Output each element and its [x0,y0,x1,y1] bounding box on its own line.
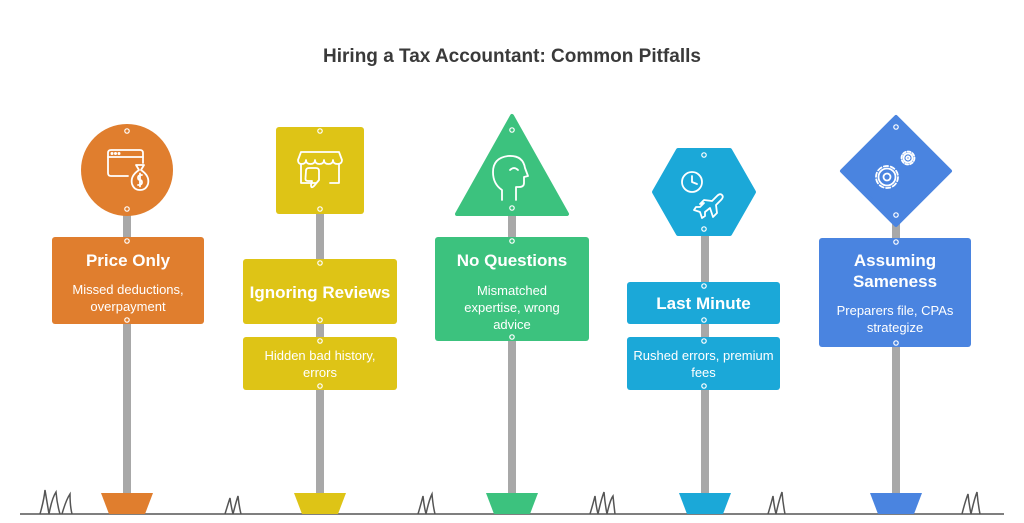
sign-last-minute [627,148,780,514]
browser-money-icon [107,149,150,191]
pole-base [870,493,922,514]
price-only-description: Missed deductions, overpayment [72,282,184,314]
head-profile-icon [492,155,529,201]
heading-panel [819,238,971,347]
pole-base [486,493,538,514]
sign-shape-triangle [455,114,569,216]
pole [892,220,900,495]
sign-assuming-sameness [819,115,971,514]
description-panel [627,337,780,390]
pole [508,210,516,495]
sign-shape-circle [81,124,173,216]
gears-icon [875,150,916,189]
no-questions-description: Mismatched expertise, wrong advice [464,282,560,332]
sign-no-questions [435,114,589,514]
heading-panel [627,282,780,324]
last-minute-description: Rushed errors, premium fees [633,348,774,380]
last-minute-heading: Last Minute [656,293,751,313]
pole-base [679,493,731,514]
description-panel [243,337,397,390]
clock-plane-icon [681,171,724,219]
pole-base [294,493,346,514]
heading-panel [243,259,397,324]
pole [123,205,131,495]
sign-shape-hexagon [652,148,756,236]
pole-base [101,493,153,514]
sign-ignoring-reviews [243,127,397,514]
heading-panel [52,237,204,324]
sign-shape-square [276,127,364,214]
heading-panel [435,237,589,341]
no-questions-heading: No Questions [456,250,568,270]
storefront-thumbs-down-icon [297,151,343,189]
assuming-sameness-description: Preparers file, CPAs strategize [836,303,954,335]
assuming-sameness-heading: Assuming Sameness [852,251,938,291]
sign-price-only [52,124,204,514]
ignoring-reviews-heading: Ignoring Reviews [249,282,391,302]
price-only-heading: Price Only [85,250,171,270]
ignoring-reviews-description: Hidden bad history, errors [264,348,376,380]
diagram-title: Hiring a Tax Accountant: Common Pitfalls [323,46,701,67]
